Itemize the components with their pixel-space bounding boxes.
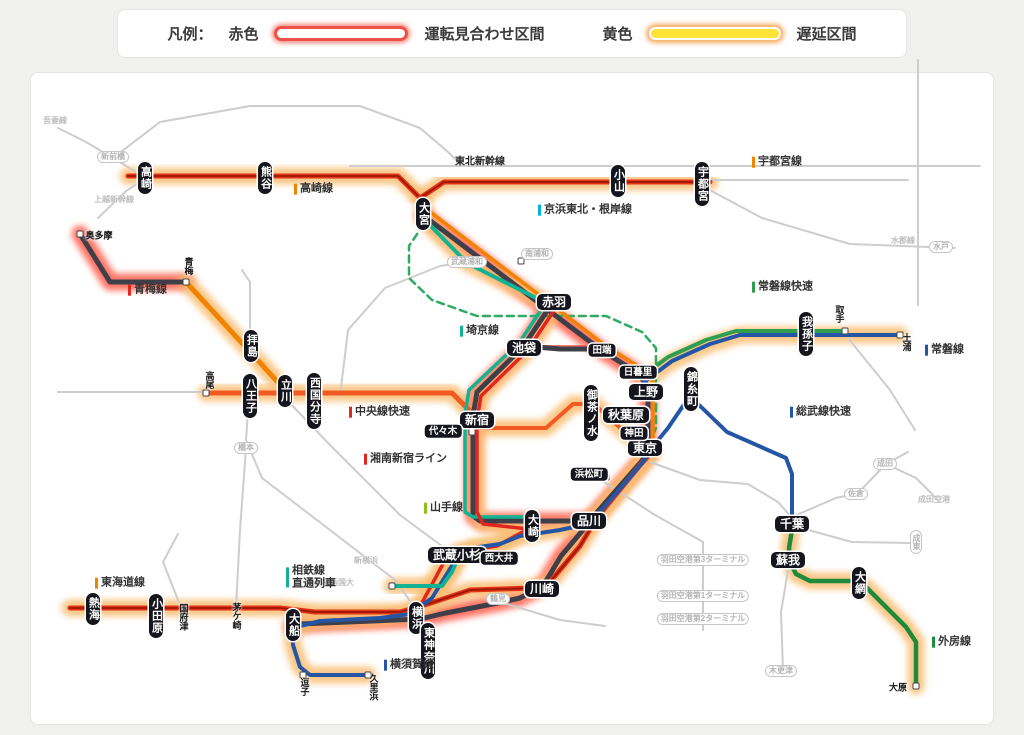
legend-yellow-name: 黄色	[602, 26, 633, 43]
route-map-panel	[30, 72, 994, 725]
legend-red-desc: 運転見合わせ区間	[424, 26, 545, 43]
legend-yellow-pill-icon	[648, 27, 781, 40]
legend-red-name: 赤色	[228, 26, 259, 43]
legend-title: 凡例：	[167, 26, 213, 43]
legend-yellow-desc: 遅延区間	[796, 26, 857, 43]
legend-card: 凡例： 赤色 運転見合わせ区間 黄色 遅延区間	[117, 9, 907, 58]
legend-red-pill-icon	[274, 26, 409, 41]
